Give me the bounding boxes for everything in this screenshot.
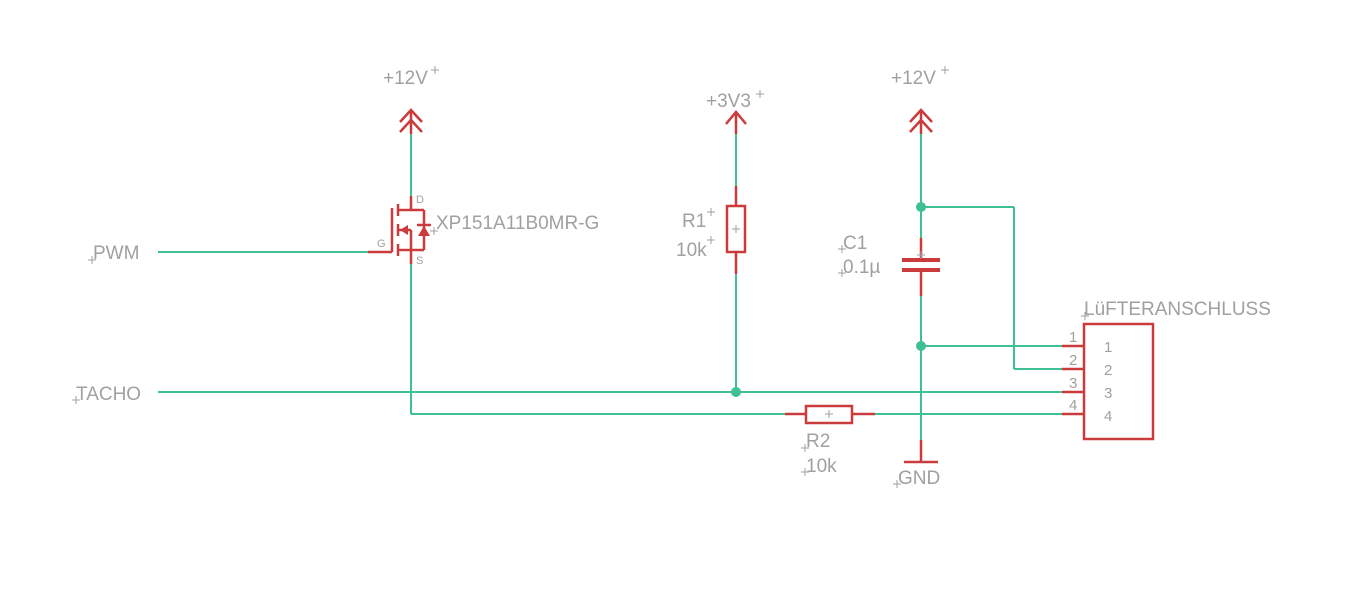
fan-connector: LüFTERANSCHLUSS 1 2 3 4 1 2 3 4: [1062, 299, 1271, 441]
wires: [158, 134, 1062, 446]
r1-name: R1: [682, 211, 706, 232]
c1-value: 0.1µ: [843, 257, 880, 278]
supply-12v-right-label: +12V: [891, 68, 936, 89]
ground-symbol: GND: [893, 440, 940, 489]
connector-pin-outer-1: 1: [1069, 329, 1077, 346]
mosfet-pin-s: S: [416, 255, 423, 267]
mosfet-name: XP151A11B0MR-G: [436, 213, 599, 234]
supply-12v-left-label: +12V: [383, 68, 428, 89]
connector-pin-inner-1: 1: [1104, 339, 1112, 356]
mosfet-pin-g: G: [377, 238, 386, 250]
net-pwm-label: PWM: [93, 243, 139, 264]
junction-gnd: [916, 341, 926, 351]
supply-3v3: +3V3: [706, 90, 764, 134]
ground-label: GND: [898, 468, 940, 489]
net-tacho: TACHO: [72, 384, 141, 405]
r2-name: R2: [806, 431, 830, 452]
r1-value: 10k: [676, 240, 707, 261]
connector-pin-outer-2: 2: [1069, 352, 1077, 369]
mosfet-pin-d: D: [416, 194, 424, 206]
resistor-r1: R1 10k: [676, 186, 747, 274]
connector-name: LüFTERANSCHLUSS: [1084, 299, 1271, 320]
capacitor-c1: C1 0.1µ: [838, 233, 940, 296]
c1-name: C1: [843, 233, 867, 254]
junction-12v: [916, 202, 926, 212]
r2-value: 10k: [806, 456, 837, 477]
connector-pin-inner-4: 4: [1104, 408, 1112, 425]
supply-12v-right: +12V: [891, 66, 949, 134]
junction-tacho: [731, 387, 741, 397]
resistor-r2: R2 10k: [785, 404, 875, 477]
connector-pin-outer-3: 3: [1069, 375, 1077, 392]
net-pwm: PWM: [88, 243, 139, 264]
supply-12v-left: +12V: [383, 66, 439, 134]
net-tacho-label: TACHO: [76, 384, 141, 405]
connector-pin-inner-2: 2: [1104, 362, 1112, 379]
connector-pin-outer-4: 4: [1069, 397, 1077, 414]
connector-pin-inner-3: 3: [1104, 385, 1112, 402]
mosfet-q1: D G S XP151A11B0MR-G: [368, 194, 599, 267]
supply-3v3-label: +3V3: [706, 91, 751, 112]
